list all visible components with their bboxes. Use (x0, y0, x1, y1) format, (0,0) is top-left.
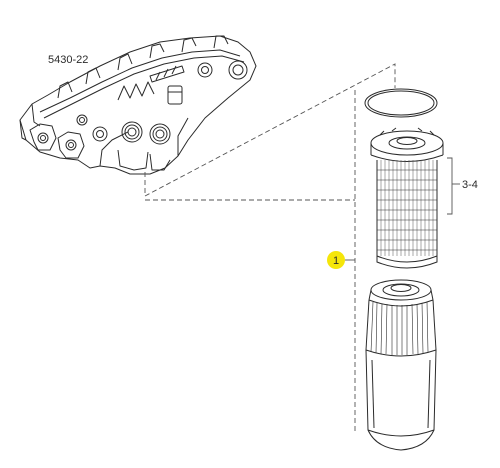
manifold-housing[interactable] (19, 35, 257, 175)
item-3-4-bracket (447, 157, 460, 215)
dashed-leader-frame (144, 63, 396, 432)
o-ring[interactable] (364, 88, 438, 118)
item-1-label: 1 (333, 255, 339, 267)
manifold-ref-label: 5430-22 (48, 54, 88, 66)
filter-element[interactable] (370, 127, 444, 269)
filter-housing[interactable] (365, 279, 437, 451)
item-1-highlight[interactable] (327, 251, 345, 269)
item-3-4-label: 3-4 (462, 179, 478, 191)
